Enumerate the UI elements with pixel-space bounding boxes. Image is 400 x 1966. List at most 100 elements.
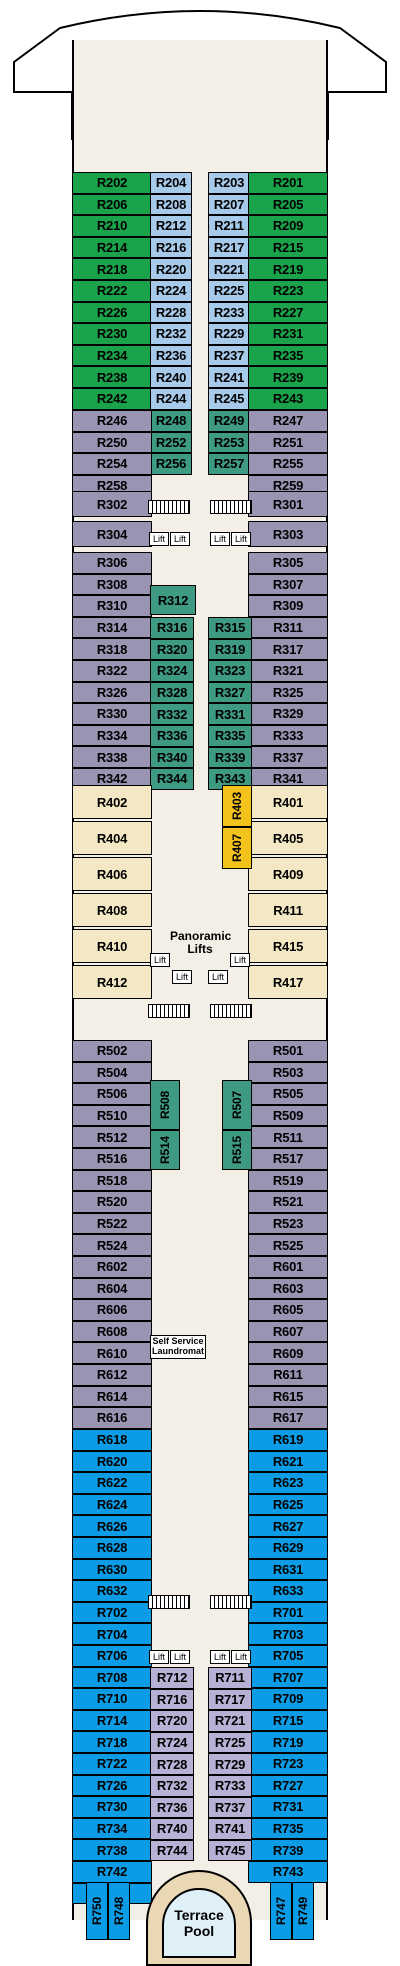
cabin-r203[interactable]: R203 bbox=[208, 172, 250, 194]
cabin-r205[interactable]: R205 bbox=[248, 193, 328, 216]
cabin-r340[interactable]: R340 bbox=[150, 746, 194, 769]
cabin-r608[interactable]: R608 bbox=[72, 1320, 152, 1343]
cabin-r724[interactable]: R724 bbox=[150, 1731, 194, 1754]
cabin-r607[interactable]: R607 bbox=[248, 1320, 328, 1343]
cabin-r210[interactable]: R210 bbox=[72, 215, 152, 237]
cabin-r747[interactable]: R747 bbox=[270, 1882, 292, 1940]
cabin-r219[interactable]: R219 bbox=[248, 258, 328, 280]
lift-button[interactable]: Lift bbox=[170, 532, 190, 546]
cabin-r750[interactable]: R750 bbox=[86, 1882, 108, 1940]
cabin-r704[interactable]: R704 bbox=[72, 1623, 152, 1645]
cabin-r234[interactable]: R234 bbox=[72, 344, 152, 367]
cabin-r524[interactable]: R524 bbox=[72, 1234, 152, 1256]
cabin-r502[interactable]: R502 bbox=[72, 1040, 152, 1062]
cabin-r734[interactable]: R734 bbox=[72, 1817, 152, 1840]
cabin-r306[interactable]: R306 bbox=[72, 552, 152, 574]
cabin-r709[interactable]: R709 bbox=[248, 1688, 328, 1710]
cabin-r216[interactable]: R216 bbox=[150, 236, 192, 259]
laundromat-label[interactable]: Self Service Laundromat bbox=[150, 1335, 206, 1359]
cabin-r223[interactable]: R223 bbox=[248, 280, 328, 302]
cabin-r618[interactable]: R618 bbox=[72, 1429, 152, 1451]
cabin-r633[interactable]: R633 bbox=[248, 1580, 328, 1602]
cabin-r339[interactable]: R339 bbox=[208, 746, 252, 769]
cabin-r231[interactable]: R231 bbox=[248, 323, 328, 345]
cabin-r510[interactable]: R510 bbox=[72, 1104, 152, 1127]
cabin-r244[interactable]: R244 bbox=[150, 388, 192, 410]
cabin-r256[interactable]: R256 bbox=[150, 453, 192, 475]
cabin-r614[interactable]: R614 bbox=[72, 1385, 152, 1408]
cabin-r304[interactable]: R304 bbox=[72, 521, 152, 547]
cabin-r323[interactable]: R323 bbox=[208, 660, 252, 682]
cabin-r232[interactable]: R232 bbox=[150, 323, 192, 345]
cabin-r227[interactable]: R227 bbox=[248, 301, 328, 324]
cabin-r749[interactable]: R749 bbox=[292, 1882, 314, 1940]
cabin-r209[interactable]: R209 bbox=[248, 215, 328, 237]
cabin-r521[interactable]: R521 bbox=[248, 1191, 328, 1213]
cabin-r228[interactable]: R228 bbox=[150, 301, 192, 324]
lift-button[interactable]: Lift bbox=[210, 532, 230, 546]
cabin-r250[interactable]: R250 bbox=[72, 431, 152, 454]
cabin-r602[interactable]: R602 bbox=[72, 1256, 152, 1278]
cabin-r343[interactable]: R343 bbox=[208, 768, 252, 790]
cabin-r411[interactable]: R411 bbox=[248, 893, 328, 927]
cabin-r601[interactable]: R601 bbox=[248, 1256, 328, 1278]
cabin-r230[interactable]: R230 bbox=[72, 323, 152, 345]
cabin-r715[interactable]: R715 bbox=[248, 1709, 328, 1732]
cabin-r344[interactable]: R344 bbox=[150, 768, 194, 790]
cabin-r334[interactable]: R334 bbox=[72, 724, 152, 747]
cabin-r719[interactable]: R719 bbox=[248, 1731, 328, 1753]
cabin-r214[interactable]: R214 bbox=[72, 236, 152, 259]
cabin-r616[interactable]: R616 bbox=[72, 1407, 152, 1429]
cabin-r305[interactable]: R305 bbox=[248, 552, 328, 574]
cabin-r520[interactable]: R520 bbox=[72, 1191, 152, 1213]
cabin-r732[interactable]: R732 bbox=[150, 1775, 194, 1797]
cabin-r705[interactable]: R705 bbox=[248, 1645, 328, 1667]
cabin-r623[interactable]: R623 bbox=[248, 1472, 328, 1494]
cabin-r405[interactable]: R405 bbox=[248, 821, 328, 855]
cabin-r717[interactable]: R717 bbox=[208, 1688, 252, 1711]
cabin-r737[interactable]: R737 bbox=[208, 1796, 252, 1819]
cabin-r325[interactable]: R325 bbox=[248, 681, 328, 704]
cabin-r241[interactable]: R241 bbox=[208, 366, 250, 388]
cabin-r516[interactable]: R516 bbox=[72, 1148, 152, 1170]
lift-button[interactable]: Lift bbox=[172, 970, 192, 984]
cabin-r217[interactable]: R217 bbox=[208, 236, 250, 259]
cabin-r320[interactable]: R320 bbox=[150, 638, 194, 661]
cabin-r617[interactable]: R617 bbox=[248, 1407, 328, 1429]
cabin-r626[interactable]: R626 bbox=[72, 1515, 152, 1537]
cabin-r720[interactable]: R720 bbox=[150, 1710, 194, 1732]
cabin-r307[interactable]: R307 bbox=[248, 573, 328, 596]
cabin-r508[interactable]: R508 bbox=[150, 1080, 180, 1130]
lift-button[interactable]: Lift bbox=[208, 970, 228, 984]
cabin-r716[interactable]: R716 bbox=[150, 1688, 194, 1711]
cabin-r253[interactable]: R253 bbox=[208, 431, 250, 454]
cabin-r319[interactable]: R319 bbox=[208, 638, 252, 661]
cabin-r517[interactable]: R517 bbox=[248, 1148, 328, 1170]
lift-button[interactable]: Lift bbox=[230, 953, 250, 967]
cabin-r501[interactable]: R501 bbox=[248, 1040, 328, 1062]
cabin-r728[interactable]: R728 bbox=[150, 1753, 194, 1775]
cabin-r632[interactable]: R632 bbox=[72, 1580, 152, 1602]
terrace-pool[interactable]: Terrace Pool bbox=[162, 1888, 236, 1958]
cabin-r739[interactable]: R739 bbox=[248, 1839, 328, 1861]
cabin-r327[interactable]: R327 bbox=[208, 681, 252, 704]
cabin-r239[interactable]: R239 bbox=[248, 366, 328, 388]
cabin-r630[interactable]: R630 bbox=[72, 1558, 152, 1581]
cabin-r202[interactable]: R202 bbox=[72, 172, 152, 194]
cabin-r619[interactable]: R619 bbox=[248, 1429, 328, 1451]
cabin-r331[interactable]: R331 bbox=[208, 703, 252, 725]
cabin-r703[interactable]: R703 bbox=[248, 1623, 328, 1645]
cabin-r627[interactable]: R627 bbox=[248, 1515, 328, 1537]
cabin-r329[interactable]: R329 bbox=[248, 703, 328, 725]
cabin-r257[interactable]: R257 bbox=[208, 453, 250, 475]
lift-button[interactable]: Lift bbox=[231, 532, 251, 546]
cabin-r735[interactable]: R735 bbox=[248, 1817, 328, 1840]
cabin-r714[interactable]: R714 bbox=[72, 1709, 152, 1732]
cabin-r335[interactable]: R335 bbox=[208, 725, 252, 747]
cabin-r222[interactable]: R222 bbox=[72, 280, 152, 302]
cabin-r240[interactable]: R240 bbox=[150, 366, 192, 388]
cabin-r407[interactable]: R407 bbox=[222, 827, 252, 869]
cabin-r336[interactable]: R336 bbox=[150, 725, 194, 747]
cabin-r417[interactable]: R417 bbox=[248, 965, 328, 999]
cabin-r518[interactable]: R518 bbox=[72, 1169, 152, 1192]
